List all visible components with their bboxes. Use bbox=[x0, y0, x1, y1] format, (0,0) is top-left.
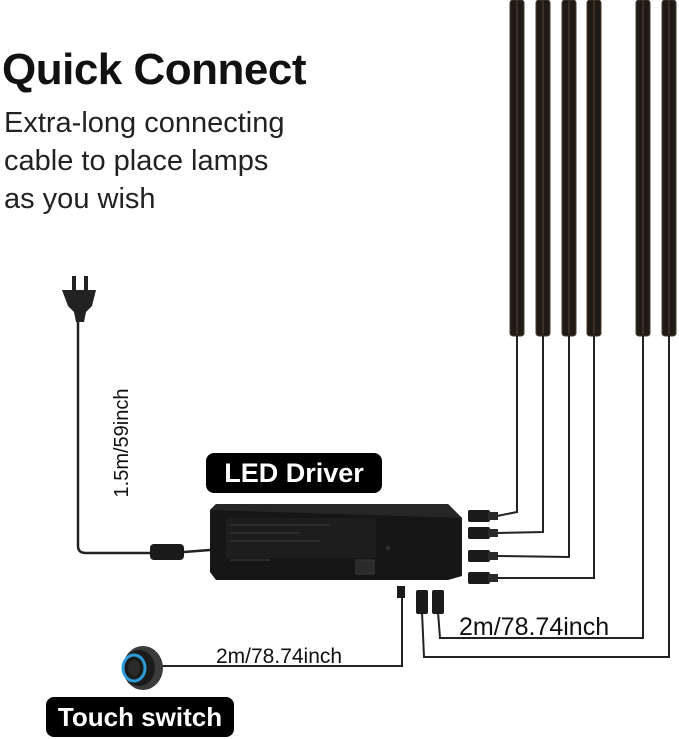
strip-connectors bbox=[468, 510, 498, 584]
power-cable bbox=[62, 276, 211, 560]
led-driver-label: LED Driver bbox=[206, 453, 382, 493]
strip-cable-length: 2m/78.74inch bbox=[459, 613, 610, 641]
connector-icon bbox=[416, 590, 428, 614]
touch-switch-wire bbox=[160, 598, 403, 667]
connector-icon bbox=[468, 527, 490, 539]
connector-icon bbox=[432, 590, 444, 614]
connector-icon bbox=[468, 510, 490, 522]
touch-switch-label: Touch switch bbox=[46, 697, 234, 737]
connector-icon bbox=[468, 550, 490, 562]
description: Extra-long connecting cable to place lam… bbox=[4, 104, 334, 218]
page-title: Quick Connect bbox=[2, 45, 307, 94]
strip-wires bbox=[421, 336, 670, 658]
touch-switch-icon bbox=[121, 646, 163, 690]
driver-output-connectors bbox=[397, 586, 444, 614]
connector-icon bbox=[468, 572, 490, 584]
power-plug-icon bbox=[62, 276, 96, 322]
dc-jack-connector bbox=[150, 544, 184, 560]
led-driver-unit bbox=[210, 504, 462, 580]
description-line: as you wish bbox=[4, 183, 156, 215]
led-strips bbox=[509, 0, 677, 337]
description-line: cable to place lamps bbox=[4, 145, 269, 177]
plug-cable-length: 1.5m/59inch bbox=[111, 388, 133, 498]
switch-cable-length: 2m/78.74inch bbox=[216, 645, 343, 668]
driver-port bbox=[355, 559, 375, 575]
description-line: Extra-long connecting bbox=[4, 107, 285, 139]
connector-icon bbox=[397, 586, 405, 598]
